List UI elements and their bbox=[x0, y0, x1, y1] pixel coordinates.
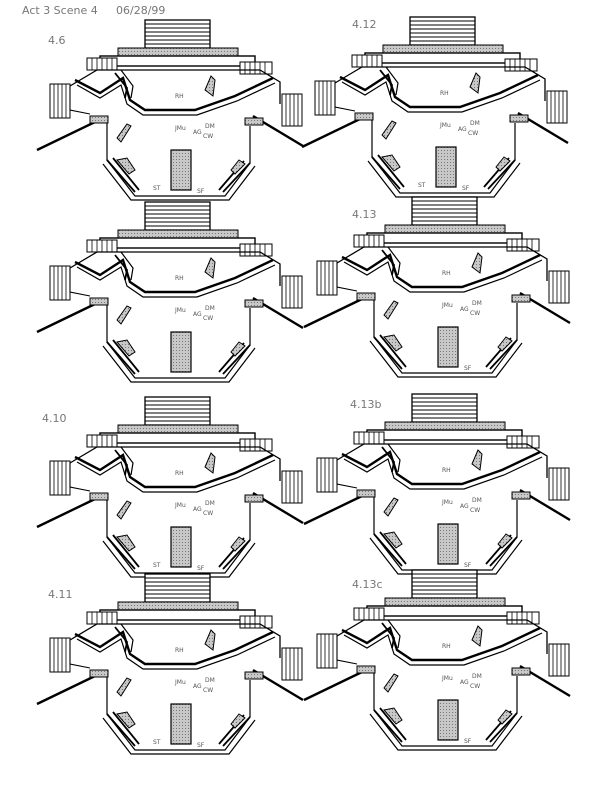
stage-plan bbox=[302, 195, 572, 379]
actor-label: RH bbox=[175, 275, 184, 282]
actor-label: CW bbox=[470, 507, 480, 514]
actor-label: ST bbox=[153, 739, 161, 746]
actor-label: SF bbox=[462, 185, 470, 192]
stage-plan bbox=[35, 18, 305, 202]
scene-title: Act 3 Scene 4 bbox=[22, 4, 98, 17]
diagram-label: 4.13 bbox=[352, 208, 377, 221]
diagram-label: 4.13b bbox=[350, 398, 382, 411]
actor-label: RH bbox=[175, 93, 184, 100]
diagram-label: 4.12 bbox=[352, 18, 377, 31]
actor-label: CW bbox=[203, 133, 213, 140]
actor-label: RH bbox=[442, 467, 451, 474]
stage-plan bbox=[302, 568, 572, 752]
diagram-label: 4.13c bbox=[352, 578, 383, 591]
actor-label: AG bbox=[460, 679, 469, 686]
actor-label: JMu bbox=[439, 122, 451, 129]
actor-label: AG bbox=[193, 129, 202, 136]
actor-label: DM bbox=[205, 305, 215, 312]
actor-label: JMu bbox=[441, 499, 453, 506]
actor-label: DM bbox=[472, 497, 482, 504]
actor-label: SF bbox=[197, 742, 205, 749]
actor-label: JMu bbox=[441, 675, 453, 682]
actor-label: SF bbox=[464, 738, 472, 745]
actor-label: AG bbox=[460, 306, 469, 313]
stage-plan bbox=[300, 15, 570, 199]
actor-label: DM bbox=[470, 120, 480, 127]
actor-label: DM bbox=[472, 673, 482, 680]
actor-label: AG bbox=[193, 311, 202, 318]
actor-label: RH bbox=[442, 643, 451, 650]
actor-label: JMu bbox=[174, 125, 186, 132]
actor-label: SF bbox=[464, 365, 472, 372]
actor-label: AG bbox=[193, 683, 202, 690]
actor-label: JMu bbox=[174, 502, 186, 509]
actor-label: AG bbox=[458, 126, 467, 133]
diagram-label: 4.10 bbox=[42, 412, 67, 425]
diagram-label: 4.6 bbox=[48, 34, 66, 47]
actor-label: RH bbox=[175, 647, 184, 654]
actor-label: RH bbox=[440, 90, 449, 97]
actor-label: SF bbox=[464, 562, 472, 569]
actor-label: CW bbox=[203, 315, 213, 322]
date: 06/28/99 bbox=[116, 4, 166, 17]
actor-label: AG bbox=[193, 506, 202, 513]
actor-label: CW bbox=[470, 310, 480, 317]
actor-label: JMu bbox=[441, 302, 453, 309]
actor-label: CW bbox=[470, 683, 480, 690]
actor-label: SF bbox=[197, 188, 205, 195]
actor-label: CW bbox=[203, 687, 213, 694]
actor-label: ST bbox=[153, 562, 161, 569]
actor-label: RH bbox=[442, 270, 451, 277]
actor-label: CW bbox=[468, 130, 478, 137]
actor-label: DM bbox=[205, 500, 215, 507]
diagram-label: 4.11 bbox=[48, 588, 73, 601]
actor-label: JMu bbox=[174, 307, 186, 314]
actor-label: RH bbox=[175, 470, 184, 477]
stage-plan bbox=[35, 395, 305, 579]
actor-label: CW bbox=[203, 510, 213, 517]
actor-label: SF bbox=[197, 565, 205, 572]
stage-plan bbox=[35, 200, 305, 384]
actor-label: ST bbox=[418, 182, 426, 189]
stage-plan bbox=[302, 392, 572, 576]
actor-label: AG bbox=[460, 503, 469, 510]
actor-label: DM bbox=[205, 677, 215, 684]
actor-label: DM bbox=[472, 300, 482, 307]
stage-plan bbox=[35, 572, 305, 756]
actor-label: JMu bbox=[174, 679, 186, 686]
actor-label: DM bbox=[205, 123, 215, 130]
actor-label: ST bbox=[153, 185, 161, 192]
